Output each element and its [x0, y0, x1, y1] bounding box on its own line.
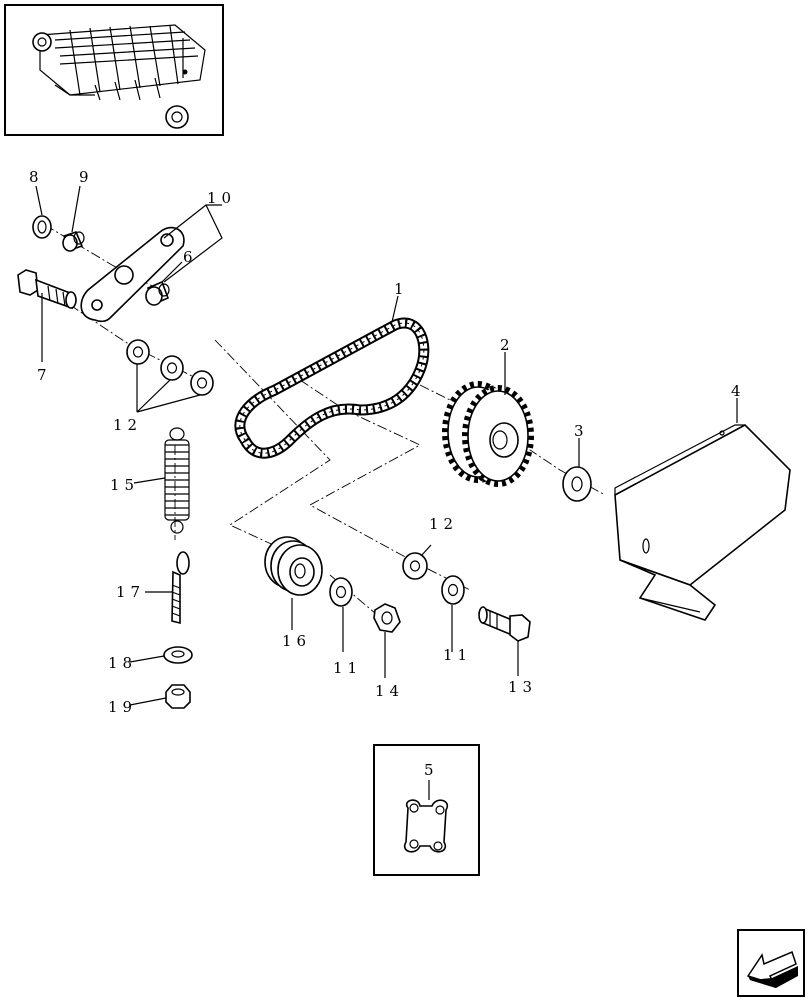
bolt-13 [478, 606, 531, 642]
nut-14 [373, 603, 401, 633]
nut-19 [165, 684, 191, 709]
washer-11-left [329, 577, 353, 607]
callout-2: 2 [500, 336, 515, 354]
callout-10: 10 [207, 189, 236, 207]
callout-16: 16 [282, 632, 311, 650]
callout-11-left: 11 [333, 659, 362, 677]
washer-12-lower [402, 552, 428, 580]
callout-13: 13 [508, 678, 537, 696]
callout-9: 9 [79, 168, 94, 186]
callout-6: 6 [183, 248, 198, 266]
inset-connecting-link: 5 [373, 744, 480, 876]
callout-7: 7 [37, 366, 52, 384]
previous-page-button[interactable] [737, 929, 805, 997]
pulley-16 [264, 536, 323, 596]
callout-1: 1 [394, 280, 409, 298]
roller-chain-1 [234, 317, 430, 459]
callout-17: 17 [116, 583, 145, 601]
callout-19: 19 [108, 698, 137, 716]
callout-11-right: 11 [443, 646, 472, 664]
washer-11-right [441, 575, 465, 605]
callout-12-upper: 12 [113, 416, 142, 434]
callout-4: 4 [731, 382, 746, 400]
bolt-7 [17, 269, 77, 310]
washer-18 [163, 646, 193, 664]
chain-guard-4 [614, 424, 791, 621]
callouts: 8 9 10 6 7 12 15 1 2 3 4 12 17 16 11 11 … [29, 168, 746, 716]
double-sprocket-2 [442, 381, 534, 487]
callout-8: 8 [29, 168, 44, 186]
bushing-6 [145, 280, 170, 306]
spring-15 [164, 427, 190, 534]
link-plate [80, 226, 185, 323]
leader-lines [35, 185, 738, 706]
callout-18: 18 [108, 654, 137, 672]
callout-12-lower: 12 [429, 515, 458, 533]
callout-14: 14 [375, 682, 404, 700]
bushing-9 [62, 231, 85, 252]
previous-page-arrow-icon [746, 950, 798, 988]
washers-12-group [126, 339, 214, 396]
bushing-3 [562, 466, 592, 502]
machine-thumbnail [4, 4, 224, 136]
callout-5: 5 [424, 761, 439, 779]
callout-15: 15 [110, 476, 139, 494]
callout-3: 3 [574, 422, 589, 440]
washer-8 [32, 215, 52, 239]
eye-bolt-17 [171, 551, 190, 625]
